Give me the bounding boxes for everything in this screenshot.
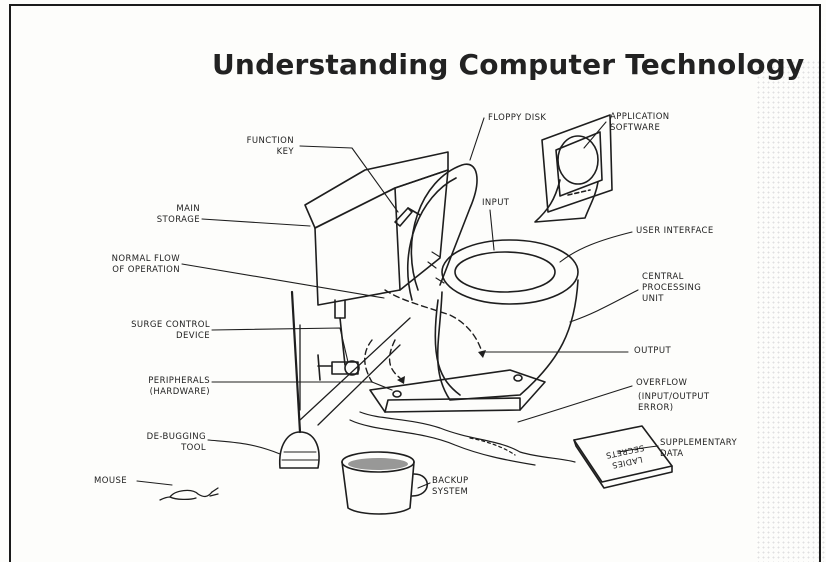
label-overflow-note: (input/output error) xyxy=(638,392,709,414)
label-normal-flow: Normal flow of operation xyxy=(74,254,180,276)
flow-arrowheads xyxy=(397,350,486,384)
label-central-processing-unit: Central processing unit xyxy=(642,272,701,305)
label-main-storage: Main storage xyxy=(124,204,200,226)
leader-lines xyxy=(137,118,658,488)
label-supplementary-data: Supplementary data xyxy=(660,438,737,460)
label-surge-control-device: Surge control device xyxy=(92,320,210,342)
label-output: Output xyxy=(634,346,671,357)
label-backup-system: Backup system xyxy=(432,476,469,498)
toilet-bowl xyxy=(435,240,578,400)
flow-arrows xyxy=(365,290,482,382)
label-user-interface: User interface xyxy=(636,226,714,237)
water-tank xyxy=(305,152,448,318)
label-peripherals: Peripherals (hardware) xyxy=(106,376,210,398)
paper-roll-holder xyxy=(535,115,612,222)
label-function-key: Function key xyxy=(222,136,294,158)
backup-bucket xyxy=(342,452,427,514)
label-application-software: Application software xyxy=(610,112,670,134)
overflow-puddle xyxy=(350,412,575,465)
label-overflow: Overflow xyxy=(636,378,687,389)
label-mouse: Mouse xyxy=(94,476,127,487)
mouse-drawing xyxy=(160,488,218,500)
toilet-base xyxy=(370,370,545,412)
label-floppy-disk: Floppy disk xyxy=(488,113,546,124)
label-debugging-tool: De-bugging tool xyxy=(110,432,206,454)
label-input: Input xyxy=(482,198,509,209)
